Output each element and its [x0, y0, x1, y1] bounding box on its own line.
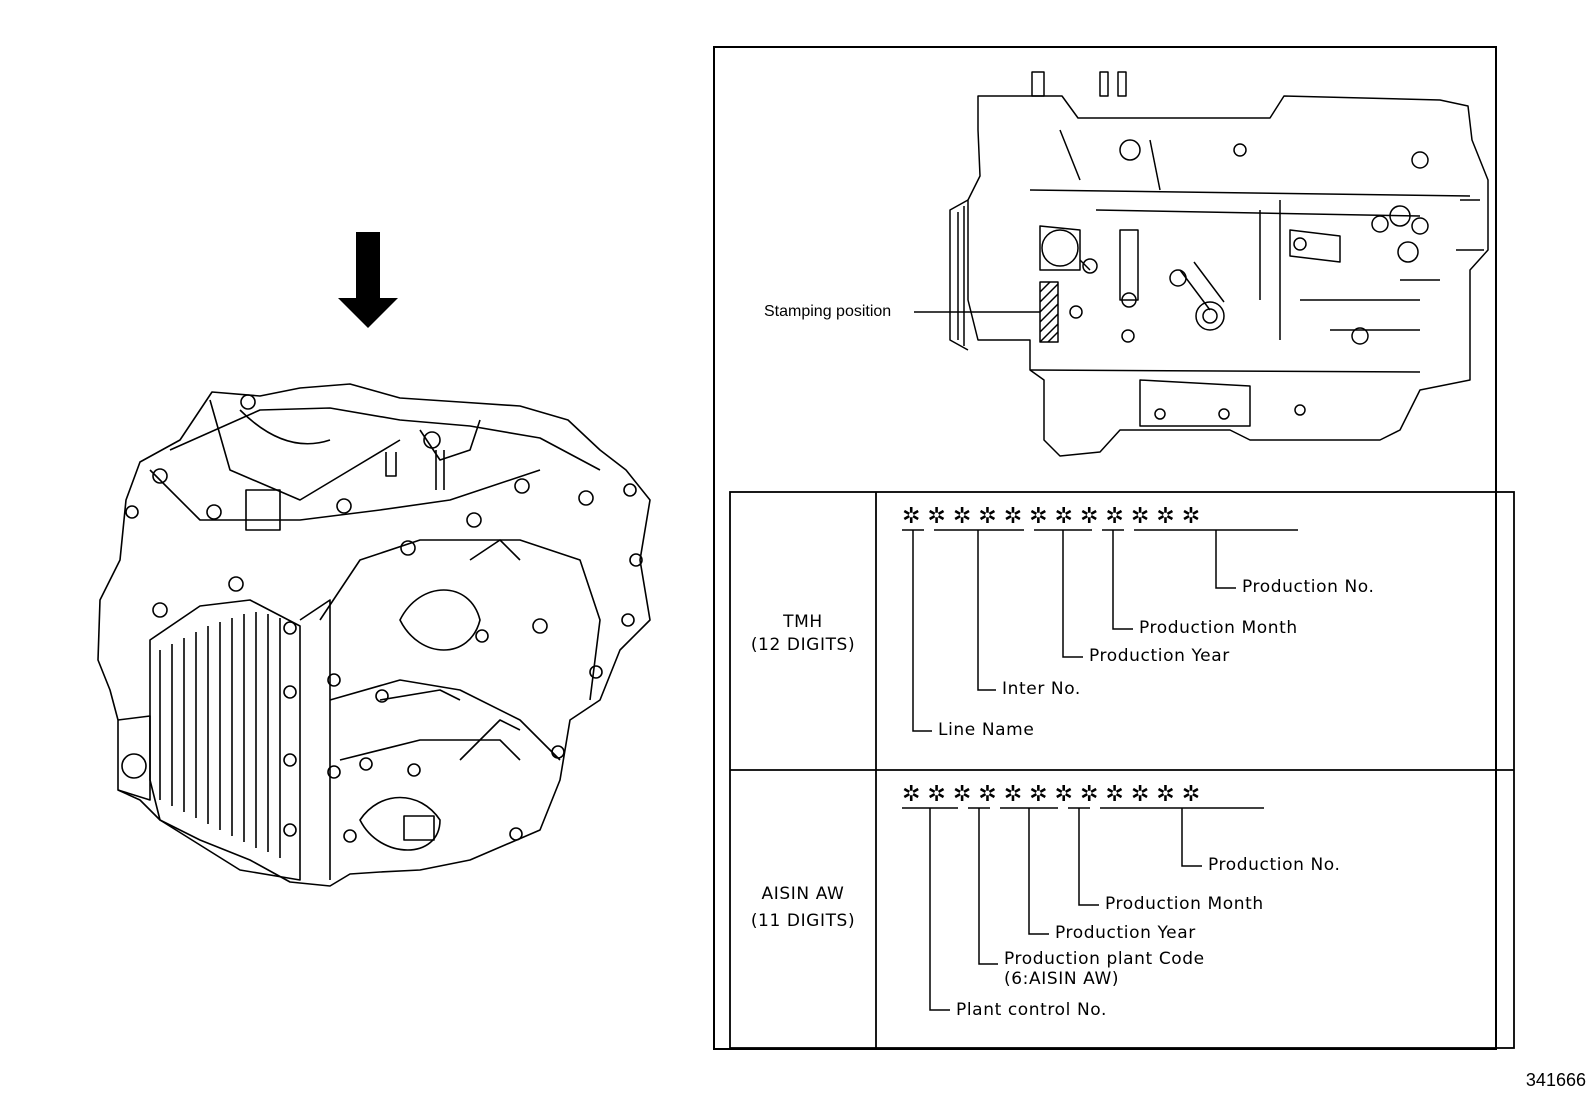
tmh-inter-no: Inter No. — [1002, 679, 1081, 699]
tmh-digits-label: (12 DIGITS) — [750, 635, 856, 655]
tmh-maker-label: TMH — [783, 612, 823, 632]
figure-number: 341666 — [1525, 1070, 1586, 1090]
tmh-code-asterisks: ✲ ✲ ✲ ✲ ✲ ✲ ✲ ✲ ✲ ✲ ✲ ✲ — [902, 504, 1201, 529]
aisin-leaders — [902, 807, 1264, 1011]
down-arrow-icon — [338, 232, 398, 328]
outer-frame — [713, 46, 1497, 1050]
transmission-illustration — [97, 383, 651, 887]
aisin-plant-code: Production plant Code — [1004, 949, 1205, 969]
case-illustration — [949, 71, 1489, 457]
aisin-code-asterisks: ✲ ✲ ✲ ✲ ✲ ✲ ✲ ✲ ✲ ✲ ✲ ✲ — [902, 782, 1201, 807]
aisin-production-no: Production No. — [1208, 855, 1341, 875]
tmh-production-month: Production Month — [1139, 618, 1298, 638]
aisin-plant-control-no: Plant control No. — [956, 1000, 1107, 1020]
aisin-plant-code-note: (6:AISIN AW) — [1004, 969, 1120, 989]
tmh-production-year: Production Year — [1089, 646, 1230, 666]
aisin-digits-label: (11 DIGITS) — [750, 911, 856, 931]
aisin-production-year: Production Year — [1055, 923, 1196, 943]
tmh-leaders — [902, 529, 1298, 732]
tmh-production-no: Production No. — [1242, 577, 1375, 597]
stamping-position-label: Stamping position — [764, 303, 892, 320]
tmh-line-name: Line Name — [938, 720, 1035, 740]
code-table — [729, 491, 1515, 1049]
aisin-maker-label: AISIN AW — [761, 884, 845, 904]
aisin-production-month: Production Month — [1105, 894, 1264, 914]
